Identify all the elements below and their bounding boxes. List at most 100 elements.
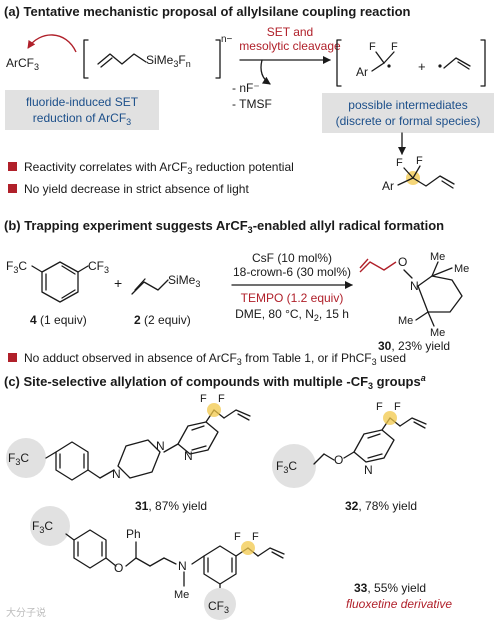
reaction-b-plus: + [114, 275, 122, 291]
compound-4-label: 4 (1 equiv) [30, 313, 87, 327]
cond-crown: 18-crown-6 (30 mol%) [233, 265, 351, 279]
product-f1: F [396, 157, 403, 169]
loss-branch-arrow [260, 59, 271, 85]
compound-4-cf3: CF3 [88, 259, 109, 275]
radical-ar: Ar [356, 65, 368, 79]
compound-33-me: Me [174, 589, 189, 601]
compound-30-me1: Me [430, 251, 445, 263]
set-label-line2: mesolytic cleavage [239, 39, 341, 53]
compound-31-n1: N [112, 467, 121, 481]
compound-32-f3c: F3C [276, 459, 297, 475]
compound-33-f3c: F3C [32, 519, 53, 535]
intermediates-left-bracket [336, 39, 342, 87]
allyl-radical-double [457, 61, 470, 70]
compound-33-n: N [178, 559, 187, 573]
cf3-highlight-33-aryl [30, 506, 70, 546]
compound-31-label: 31, 87% yield [135, 499, 207, 513]
product-allyl [412, 175, 455, 187]
compound-4-structure [31, 261, 89, 303]
compound-2-label: 2 (2 equiv) [134, 313, 191, 327]
cf2-highlight-31 [207, 403, 221, 417]
compound-33-label: 33, 55% yield [354, 581, 426, 595]
compound-31-f1: F [200, 393, 207, 405]
compound-33-f2: F [252, 531, 259, 543]
cond-dme: DME, 80 °C, N2, 15 h [235, 307, 349, 323]
radical-dot-1 [387, 64, 391, 68]
intermediates-line2: (discrete or formal species) [336, 114, 481, 128]
allylsilane-double [134, 278, 146, 291]
radical-f1: F [369, 41, 376, 53]
cf2-highlight-33 [241, 541, 255, 555]
section-c-title: (c) Site-selective allylation of compoun… [4, 373, 426, 391]
radical-dot-2 [438, 64, 442, 68]
cf3-highlight-31 [6, 438, 46, 478]
loss-tmsf: - TMSF [232, 97, 272, 111]
complex-charge: n− [221, 34, 233, 45]
product-cf-1 [403, 167, 414, 179]
electron-transfer-curved-arrow [27, 34, 77, 53]
allyl-double-bond [100, 57, 113, 68]
allyl-radical [443, 57, 471, 69]
compound-30-label: 30, 23% yield [378, 339, 450, 353]
intermediates-right-bracket [480, 39, 486, 87]
product-f2: F [416, 155, 423, 167]
complex-right-bracket [215, 39, 221, 79]
compound-33-note: fluoxetine derivative [346, 597, 452, 611]
allylsilane-sime3: SiMe3 [168, 273, 200, 289]
compound-32-n: N [364, 463, 373, 477]
cf2-highlight-32 [383, 411, 397, 425]
loss-fluoride: - nF⁻ [232, 81, 260, 95]
cond-csf: CsF (10 mol%) [252, 251, 332, 265]
c-f-bond-1 [375, 51, 385, 64]
intermediates-box [322, 93, 494, 133]
compound-32-label: 32, 78% yield [345, 499, 417, 513]
section-b-title: (b) Trapping experiment suggests ArCF3-e… [4, 218, 444, 235]
compound-30-me2: Me [454, 263, 469, 275]
ar-c-bond [371, 62, 385, 72]
compound-31-structure [45, 409, 251, 481]
section-a-title: (a) Tentative mechanistic proposal of al… [4, 4, 411, 19]
compound-33-o: O [114, 561, 123, 575]
allylsilane-structure [131, 279, 169, 295]
cond-tempo: TEMPO (1.2 equiv) [241, 291, 344, 305]
compound-31-n2: N [156, 439, 165, 453]
compound-33-ph: Ph [126, 527, 141, 541]
product-ar: Ar [382, 179, 394, 193]
compound-32-o: O [334, 453, 343, 467]
bullet-reduction-potential: Reactivity correlates with ArCF3 reducti… [24, 160, 294, 176]
watermark: 大分子说 [6, 606, 46, 619]
compound-31-n3: N [184, 449, 193, 463]
compound-33-f1: F [234, 531, 241, 543]
bullet-square-1 [8, 162, 17, 171]
compound-32-f1: F [376, 401, 383, 413]
compound-30-me3: Me [398, 315, 413, 327]
compound-4-f3c: F3C [6, 259, 27, 275]
bullet-no-adduct: No adduct observed in absence of ArCF3 f… [24, 351, 406, 367]
bullet-light: No yield decrease in strict absence of l… [24, 182, 249, 196]
c-f-bond-2 [383, 51, 395, 64]
arcf3-reactant: ArCF3 [6, 56, 39, 72]
cf3-highlight-33-ring [204, 588, 236, 620]
product-allyl-double [441, 180, 454, 189]
fluoride-box-line1: fluoride-induced SET [26, 95, 139, 109]
bullet-square-2 [8, 184, 17, 193]
radical-f2: F [391, 41, 398, 53]
compound-31-f3c: F3C [8, 451, 29, 467]
set-label-line1: SET and [267, 25, 313, 39]
complex-silicate: SiMe3Fn [146, 53, 191, 69]
compound-30-o: O [398, 255, 407, 269]
product-cf-2 [412, 165, 421, 179]
allyl-fragment [97, 53, 147, 65]
product-ar-bond [397, 177, 414, 186]
compound-30-me4: Me [430, 327, 445, 339]
compound-33-cf3: CF3 [208, 599, 229, 615]
compound-30-structure [359, 258, 463, 327]
bullet-square-b [8, 353, 17, 362]
complex-left-bracket [83, 39, 89, 79]
compound-30-n: N [410, 279, 419, 293]
compound-31-f2: F [218, 393, 225, 405]
fluoride-set-box [5, 90, 159, 130]
fluoride-box-line2: reduction of ArCF3 [33, 111, 131, 127]
cf3-highlight-32 [272, 444, 316, 488]
